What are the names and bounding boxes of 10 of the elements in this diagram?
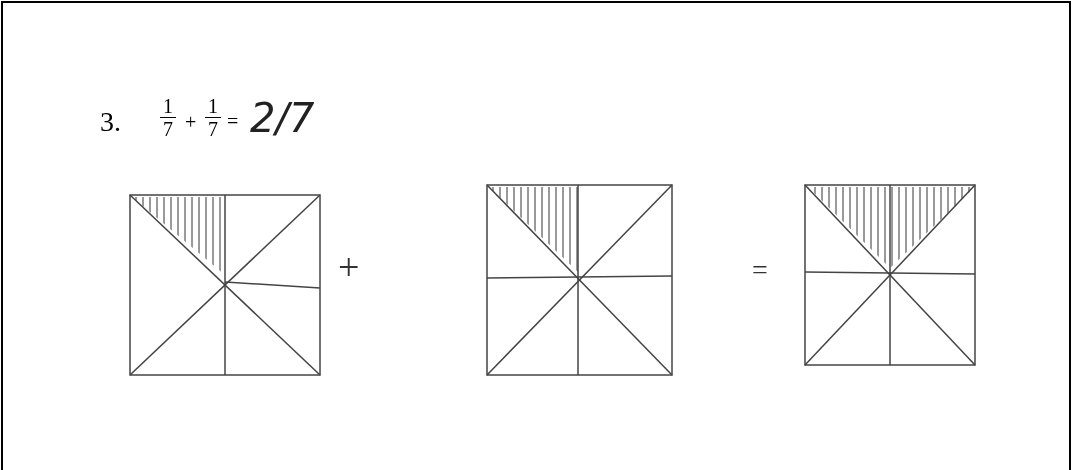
denominator: 7 [163, 118, 173, 140]
numerator: 1 [208, 95, 218, 117]
plus-sign: + [338, 248, 360, 286]
plus-sign: + [185, 112, 197, 132]
handwritten-answer: 2/7 [250, 98, 315, 138]
question-number: 3. [100, 108, 121, 136]
numerator: 1 [163, 95, 173, 117]
equals-sign: = [227, 111, 239, 131]
equals-sign: = [752, 256, 768, 284]
denominator: 7 [208, 118, 218, 140]
